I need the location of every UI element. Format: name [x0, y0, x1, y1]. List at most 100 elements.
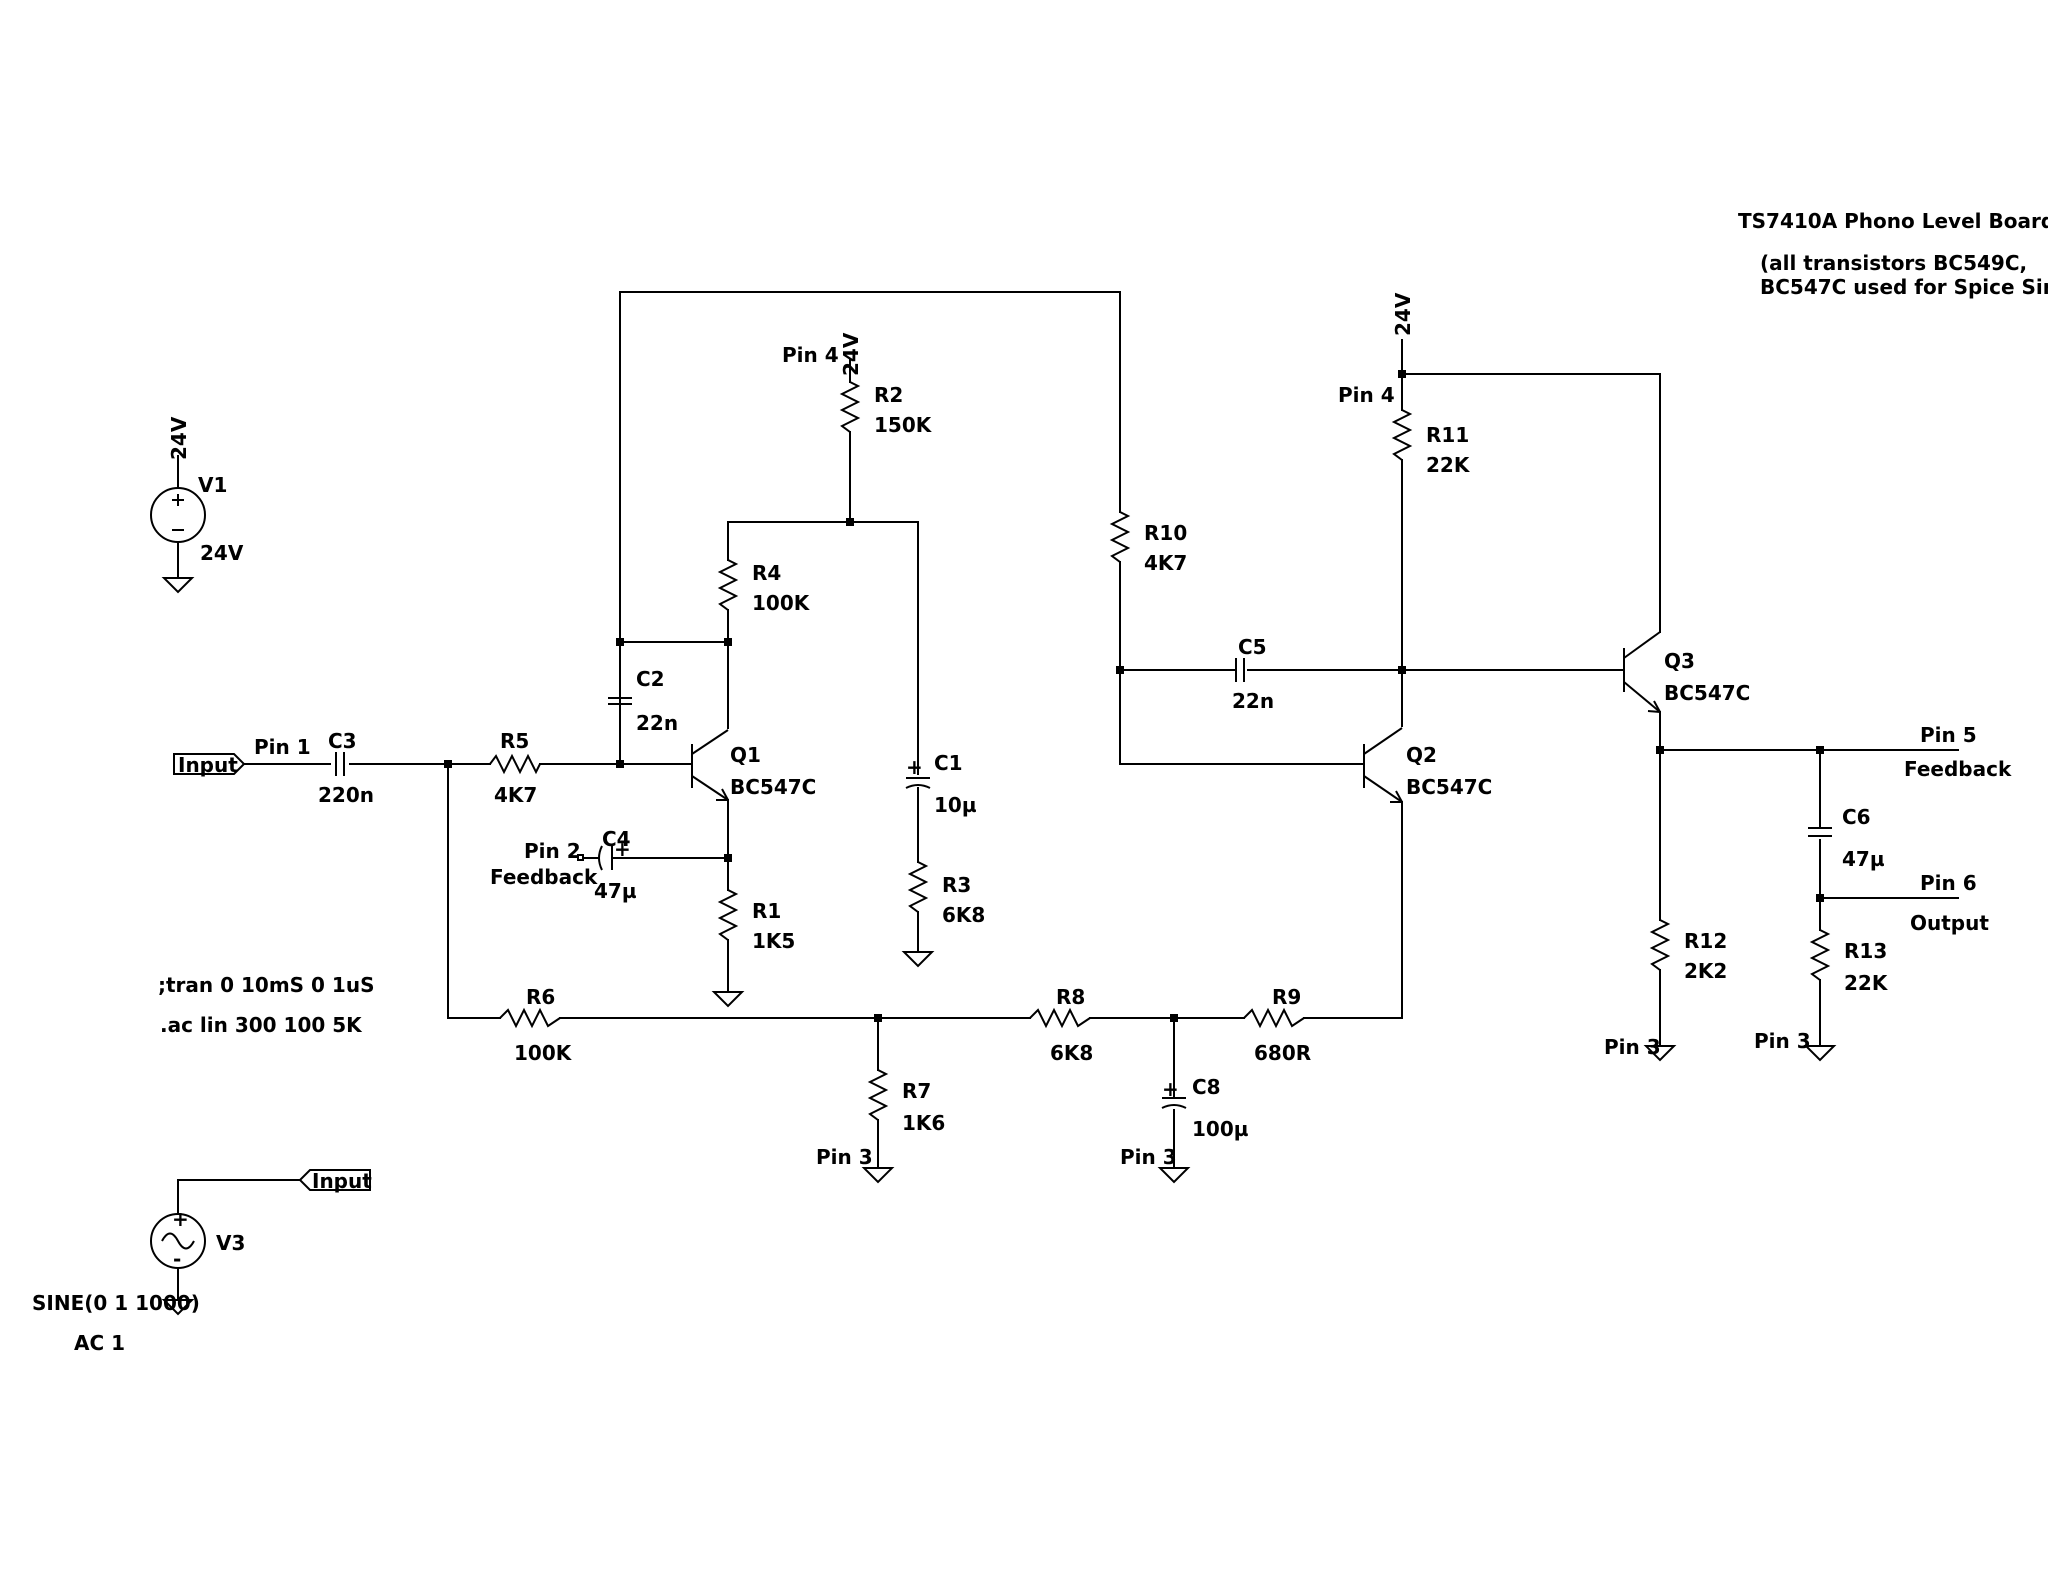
junction	[724, 638, 732, 646]
v1-value: 24V	[200, 541, 244, 565]
input-flag-left: Input	[173, 753, 246, 777]
c1-name: C1	[934, 751, 963, 775]
q2-value: BC547C	[1406, 775, 1492, 799]
capacitor-c4-symbol	[598, 845, 613, 871]
q1-value: BC547C	[730, 775, 816, 799]
junction	[724, 854, 732, 862]
r8-value: 6K8	[1050, 1041, 1093, 1065]
junction	[1398, 370, 1406, 378]
r2-name: R2	[874, 383, 903, 407]
junction	[1816, 746, 1824, 754]
ground-symbol	[161, 577, 195, 594]
c8-value: 100µ	[1192, 1117, 1249, 1141]
v1-net-label: 24V	[167, 416, 191, 460]
r9-value: 680R	[1254, 1041, 1311, 1065]
input-flag-label: Input	[178, 753, 238, 777]
wire-v3-top	[177, 1179, 301, 1215]
r9-name: R9	[1272, 985, 1301, 1009]
svg-text:+: +	[172, 1207, 189, 1231]
q1-name: Q1	[730, 743, 761, 767]
r4-name: R4	[752, 561, 781, 585]
resistors	[489, 381, 1831, 1121]
c5-value: 22n	[1232, 689, 1274, 713]
resistor-r13-symbol	[1809, 929, 1831, 981]
resistor-r7-symbol	[867, 1069, 889, 1121]
pin2-label: Pin 2	[524, 839, 581, 863]
resistor-r11-symbol	[1391, 409, 1413, 461]
resistor-r6-symbol	[499, 1007, 561, 1029]
junction	[1170, 1014, 1178, 1022]
r6-name: R6	[526, 985, 555, 1009]
r11-name: R11	[1426, 423, 1469, 447]
junction	[874, 1014, 882, 1022]
directive-tran: ;tran 0 10mS 0 1uS	[158, 973, 374, 997]
r3-value: 6K8	[942, 903, 985, 927]
wire-r4-top	[727, 521, 919, 561]
capacitor-c8-symbol	[1161, 1097, 1187, 1109]
r7-name: R7	[902, 1079, 931, 1103]
title-line-1: TS7410A Phono Level Board	[1738, 209, 2048, 233]
c2-name: C2	[636, 667, 665, 691]
voltage-source-v1-symbol	[150, 487, 206, 543]
junction	[1116, 666, 1124, 674]
junction	[846, 518, 854, 526]
grounds	[161, 577, 1837, 1316]
pin6-desc: Output	[1910, 911, 1989, 935]
capacitor-c5-symbol	[1235, 658, 1245, 682]
wires	[177, 291, 1959, 1301]
r5-name: R5	[500, 729, 529, 753]
c6-value: 47µ	[1842, 847, 1885, 871]
c4-name: C4	[602, 827, 631, 851]
v3-ac: AC 1	[74, 1331, 125, 1355]
pin4-label-left: Pin 4	[782, 343, 839, 367]
pin4-label-right: Pin 4	[1338, 383, 1395, 407]
junction	[616, 638, 624, 646]
pin5-desc: Feedback	[1904, 757, 2012, 781]
directive-ac: .ac lin 300 100 5K	[160, 1013, 363, 1037]
vcc-label-left: 24V	[839, 332, 863, 376]
c8-name: C8	[1192, 1075, 1221, 1099]
transistor-q3-symbol	[1616, 631, 1661, 713]
ground-symbol	[711, 991, 745, 1008]
r4-value: 100K	[752, 591, 811, 615]
resistor-r5-symbol	[489, 753, 541, 775]
q3-value: BC547C	[1664, 681, 1750, 705]
pin3-label-r7: Pin 3	[816, 1145, 873, 1169]
junction	[444, 760, 452, 768]
resistor-r8-symbol	[1029, 1007, 1091, 1029]
vcc-label-right: 24V	[1391, 292, 1415, 336]
c3-name: C3	[328, 729, 357, 753]
wire-r6-left	[447, 763, 501, 1019]
input-flag-v3-label: Input	[312, 1169, 372, 1193]
pin3-label-r12: Pin 3	[1604, 1035, 1661, 1059]
r1-name: R1	[752, 899, 781, 923]
capacitor-c1-symbol	[905, 777, 931, 789]
title-line-3: BC547C used for Spice Sim)	[1760, 275, 2048, 299]
ground-symbol	[861, 1167, 895, 1184]
r11-value: 22K	[1426, 453, 1471, 477]
pin5-label: Pin 5	[1920, 723, 1977, 747]
capacitor-c2-symbol	[608, 697, 632, 705]
junction	[1398, 666, 1406, 674]
ground-symbol	[1803, 1045, 1837, 1062]
r6-value: 100K	[514, 1041, 573, 1065]
pin2-terminal	[577, 854, 584, 861]
v1-name: V1	[198, 473, 227, 497]
capacitor-c6-symbol	[1808, 827, 1832, 837]
sine-source-v3-symbol: + -	[150, 1207, 206, 1271]
junction	[1656, 746, 1664, 754]
r2-value: 150K	[874, 413, 933, 437]
resistor-r4-symbol	[717, 559, 739, 611]
pin3-label-r13: Pin 3	[1754, 1029, 1811, 1053]
r5-value: 4K7	[494, 783, 537, 807]
r7-value: 1K6	[902, 1111, 945, 1135]
pin1-label: Pin 1	[254, 735, 311, 759]
r10-value: 4K7	[1144, 551, 1187, 575]
capacitor-c3-symbol	[335, 752, 345, 776]
capacitors: + + +	[335, 658, 1832, 1109]
transistor-q2-symbol	[1363, 727, 1403, 803]
c6-name: C6	[1842, 805, 1871, 829]
v3-value: SINE(0 1 1000)	[32, 1291, 200, 1315]
c2-value: 22n	[636, 711, 678, 735]
r10-name: R10	[1144, 521, 1187, 545]
